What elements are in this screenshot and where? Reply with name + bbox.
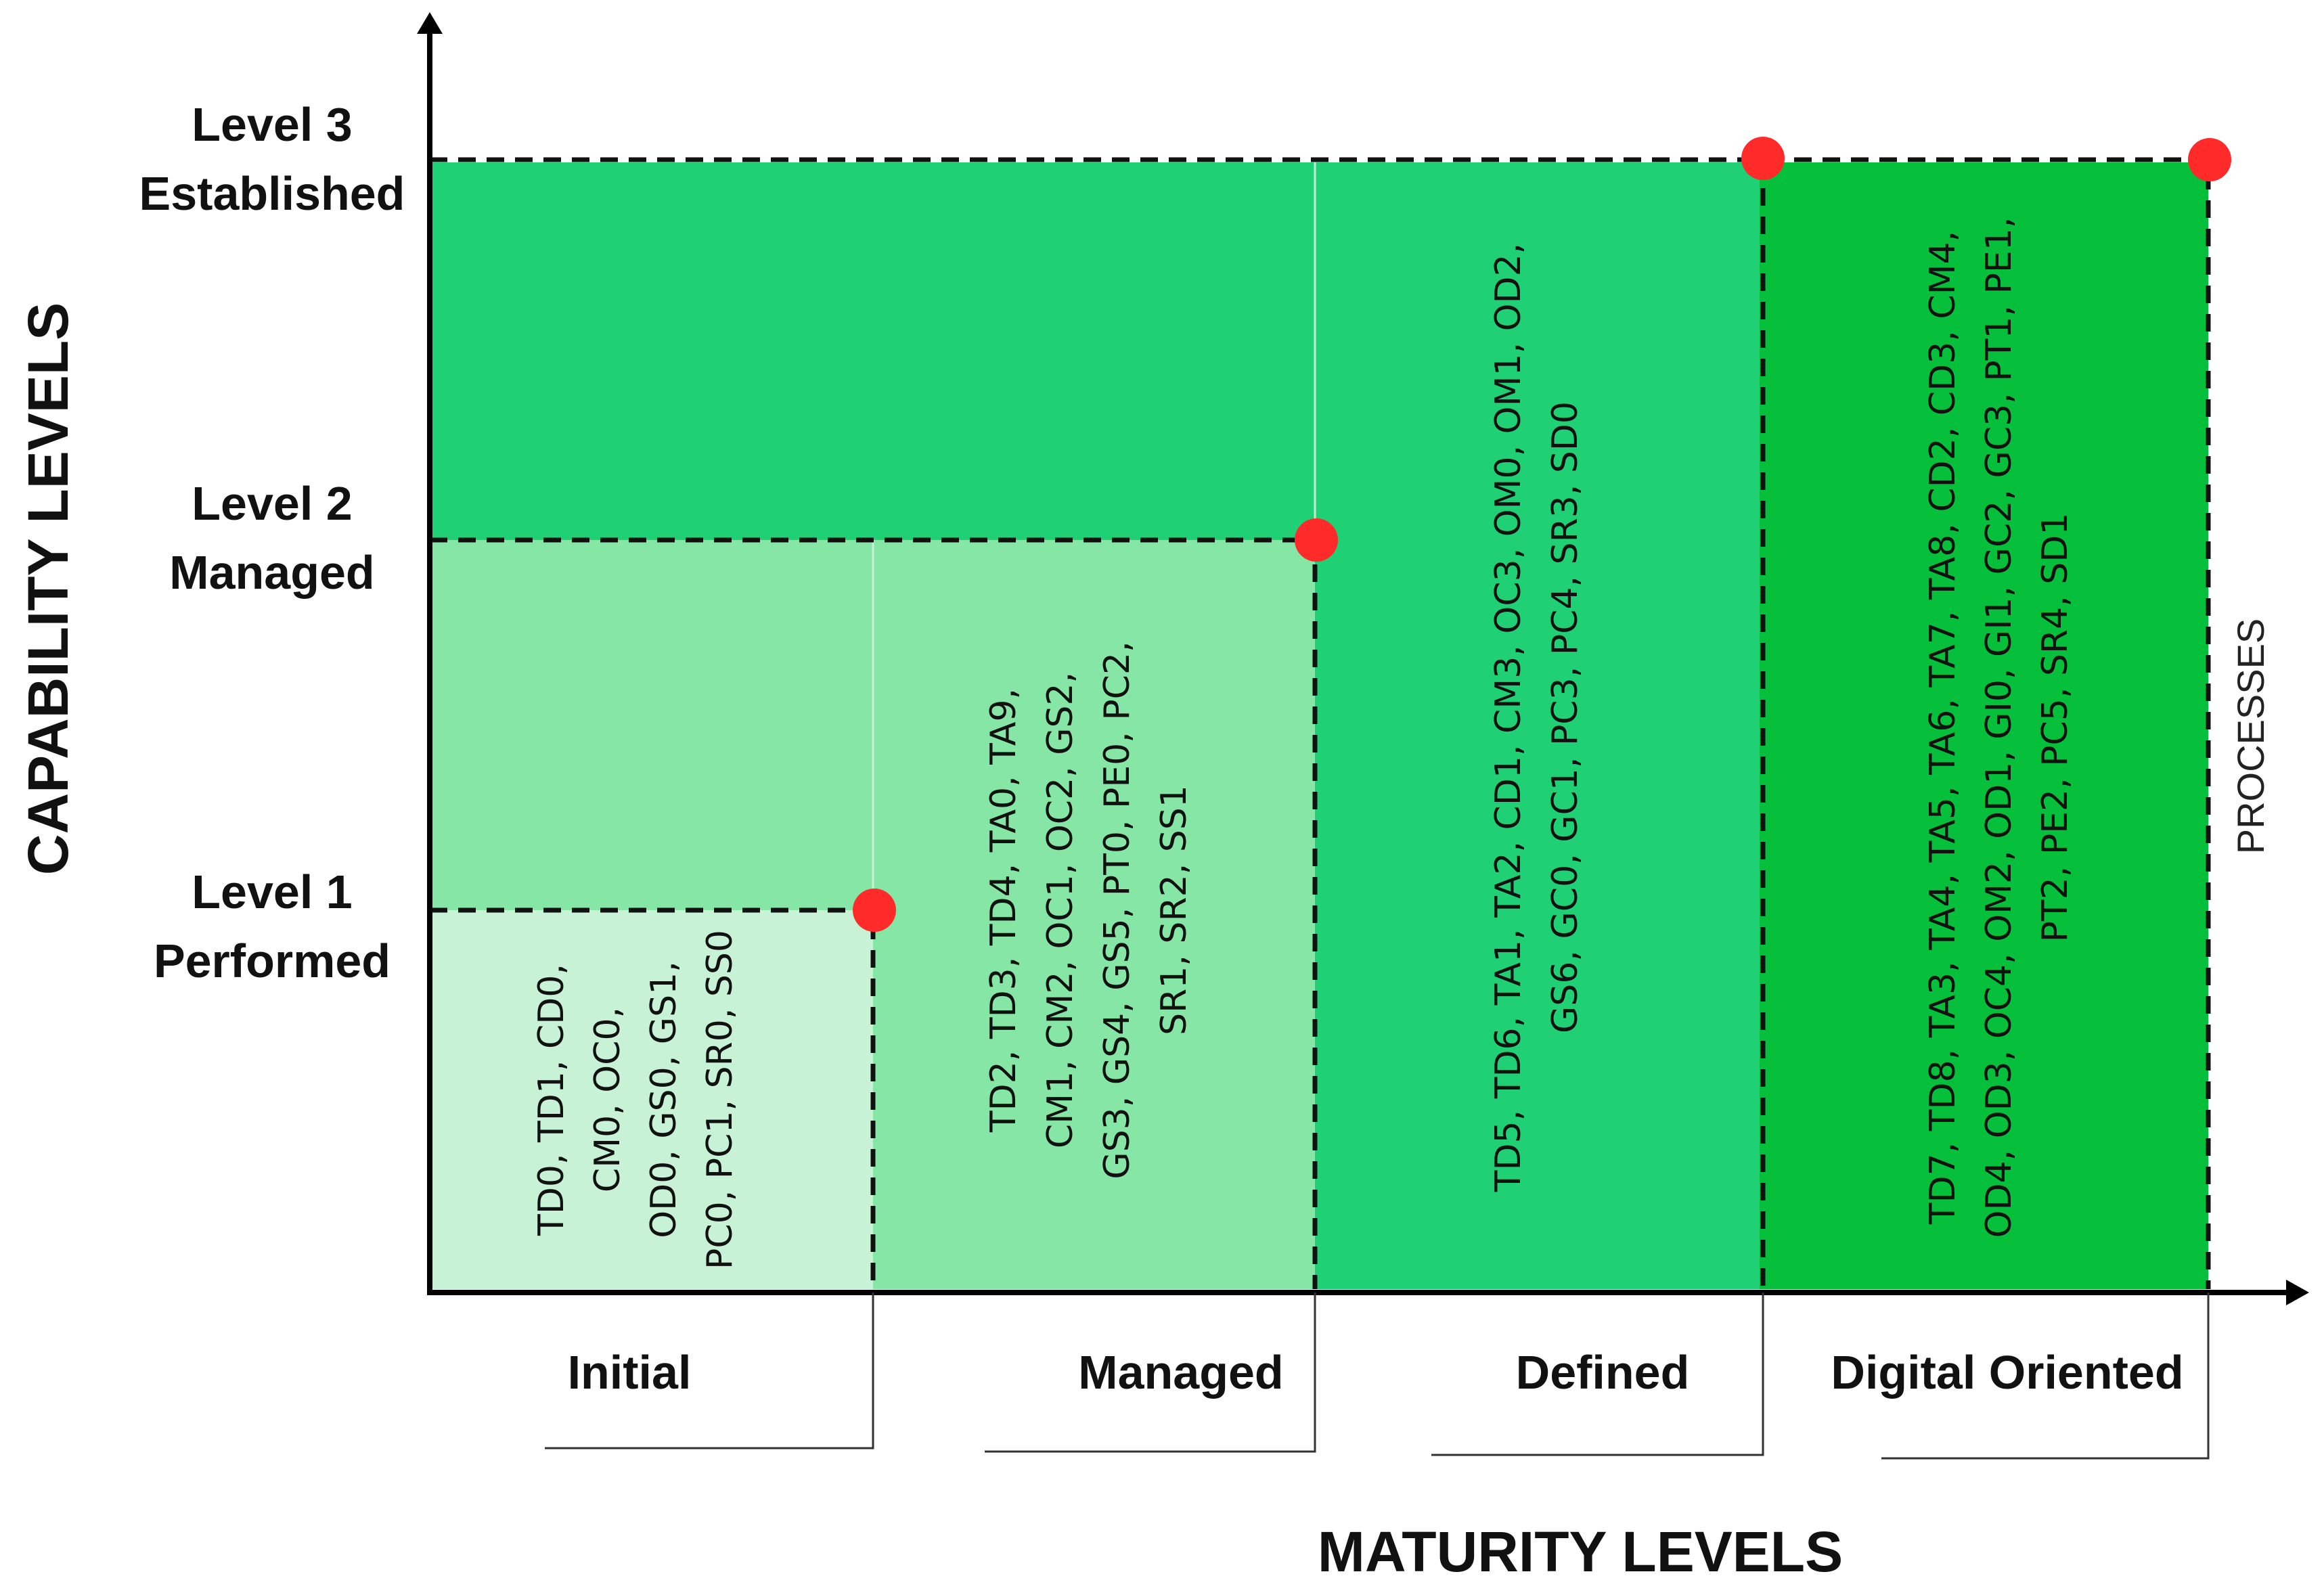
cell-initial: TD0, TD1, CD0, CM0, OC0, OD0, GS0, GS1, … (531, 930, 740, 1270)
maturity-label-digital-oriented: Digital Oriented (1831, 1346, 2183, 1399)
processes-label: PROCESSES (2229, 619, 2272, 855)
cell-initial-line: TD0, TD1, CD0, (531, 964, 572, 1236)
capability-level3-name: Established (139, 167, 405, 220)
capability-level1-number: Level 1 (192, 866, 352, 918)
cell-defined: TD5, TD6, TA1, TA2, CD1, CM3, OC3, OM0, … (1488, 243, 1586, 1192)
region-initial (430, 910, 873, 1289)
cell-initial-line: PC0, PC1, SR0, SS0 (700, 930, 740, 1270)
level-markers (853, 137, 2231, 932)
x-axis-title: MATURITY LEVELS (1318, 1520, 1843, 1583)
cell-initial-line: CM0, OC0, (587, 1007, 628, 1192)
marker-level2-managed (1295, 518, 1338, 562)
cell-managed-line: TD2, TD3, TD4, TA0, TA9, (983, 688, 1024, 1133)
cell-defined-line: GS6, GC0, GC1, PC3, PC4, SR3, SD0 (1545, 401, 1586, 1033)
region-level3-band (430, 162, 1315, 540)
cell-managed-line: SR1, SR2, SS1 (1154, 785, 1194, 1035)
cell-managed-line: CM1, CM2, OC1, OC2, GS2, (1040, 672, 1081, 1148)
marker-level3-digital (2188, 138, 2231, 181)
maturity-label-managed: Managed (1078, 1346, 1283, 1399)
cell-digital-line: PT2, PE2, PC5, SR4, SD1 (2035, 513, 2076, 943)
capability-level2-number: Level 2 (192, 477, 352, 530)
maturity-label-defined: Defined (1516, 1346, 1690, 1399)
marker-level1-initial (853, 889, 896, 932)
capability-level2-name: Managed (169, 546, 374, 599)
capability-level3-number: Level 3 (192, 98, 352, 151)
cell-managed-line: GS3, GS4, GS5, PT0, PE0, PC2, (1097, 641, 1138, 1179)
axes (427, 27, 2291, 1295)
cell-initial-line: OD0, GS0, GS1, (644, 961, 684, 1238)
maturity-label-initial: Initial (568, 1346, 692, 1399)
cell-digital-oriented: TD7, TD8, TA3, TA4, TA5, TA6, TA7, TA8, … (1923, 217, 2076, 1238)
region-digital-oriented (1760, 162, 2208, 1289)
y-axis-arrow (417, 12, 443, 34)
y-axis-title: CAPABILITY LEVELS (16, 302, 80, 875)
cell-managed: TD2, TD3, TD4, TA0, TA9, CM1, CM2, OC1, … (983, 641, 1194, 1179)
maturity-brackets (545, 1293, 2210, 1460)
marker-level3-defined (1741, 137, 1785, 180)
cell-digital-line: OD4, OD3, OC4, OM2, OD1, GI0, GI1, GC2, … (1979, 217, 2019, 1238)
cell-defined-line: TD5, TD6, TA1, TA2, CD1, CM3, OC3, OM0, … (1488, 243, 1529, 1192)
cell-digital-line: TD7, TD8, TA3, TA4, TA5, TA6, TA7, TA8, … (1923, 231, 1963, 1225)
x-axis-arrow (2286, 1280, 2309, 1305)
capability-level1-name: Performed (154, 935, 390, 987)
region-defined (1315, 162, 1760, 1289)
